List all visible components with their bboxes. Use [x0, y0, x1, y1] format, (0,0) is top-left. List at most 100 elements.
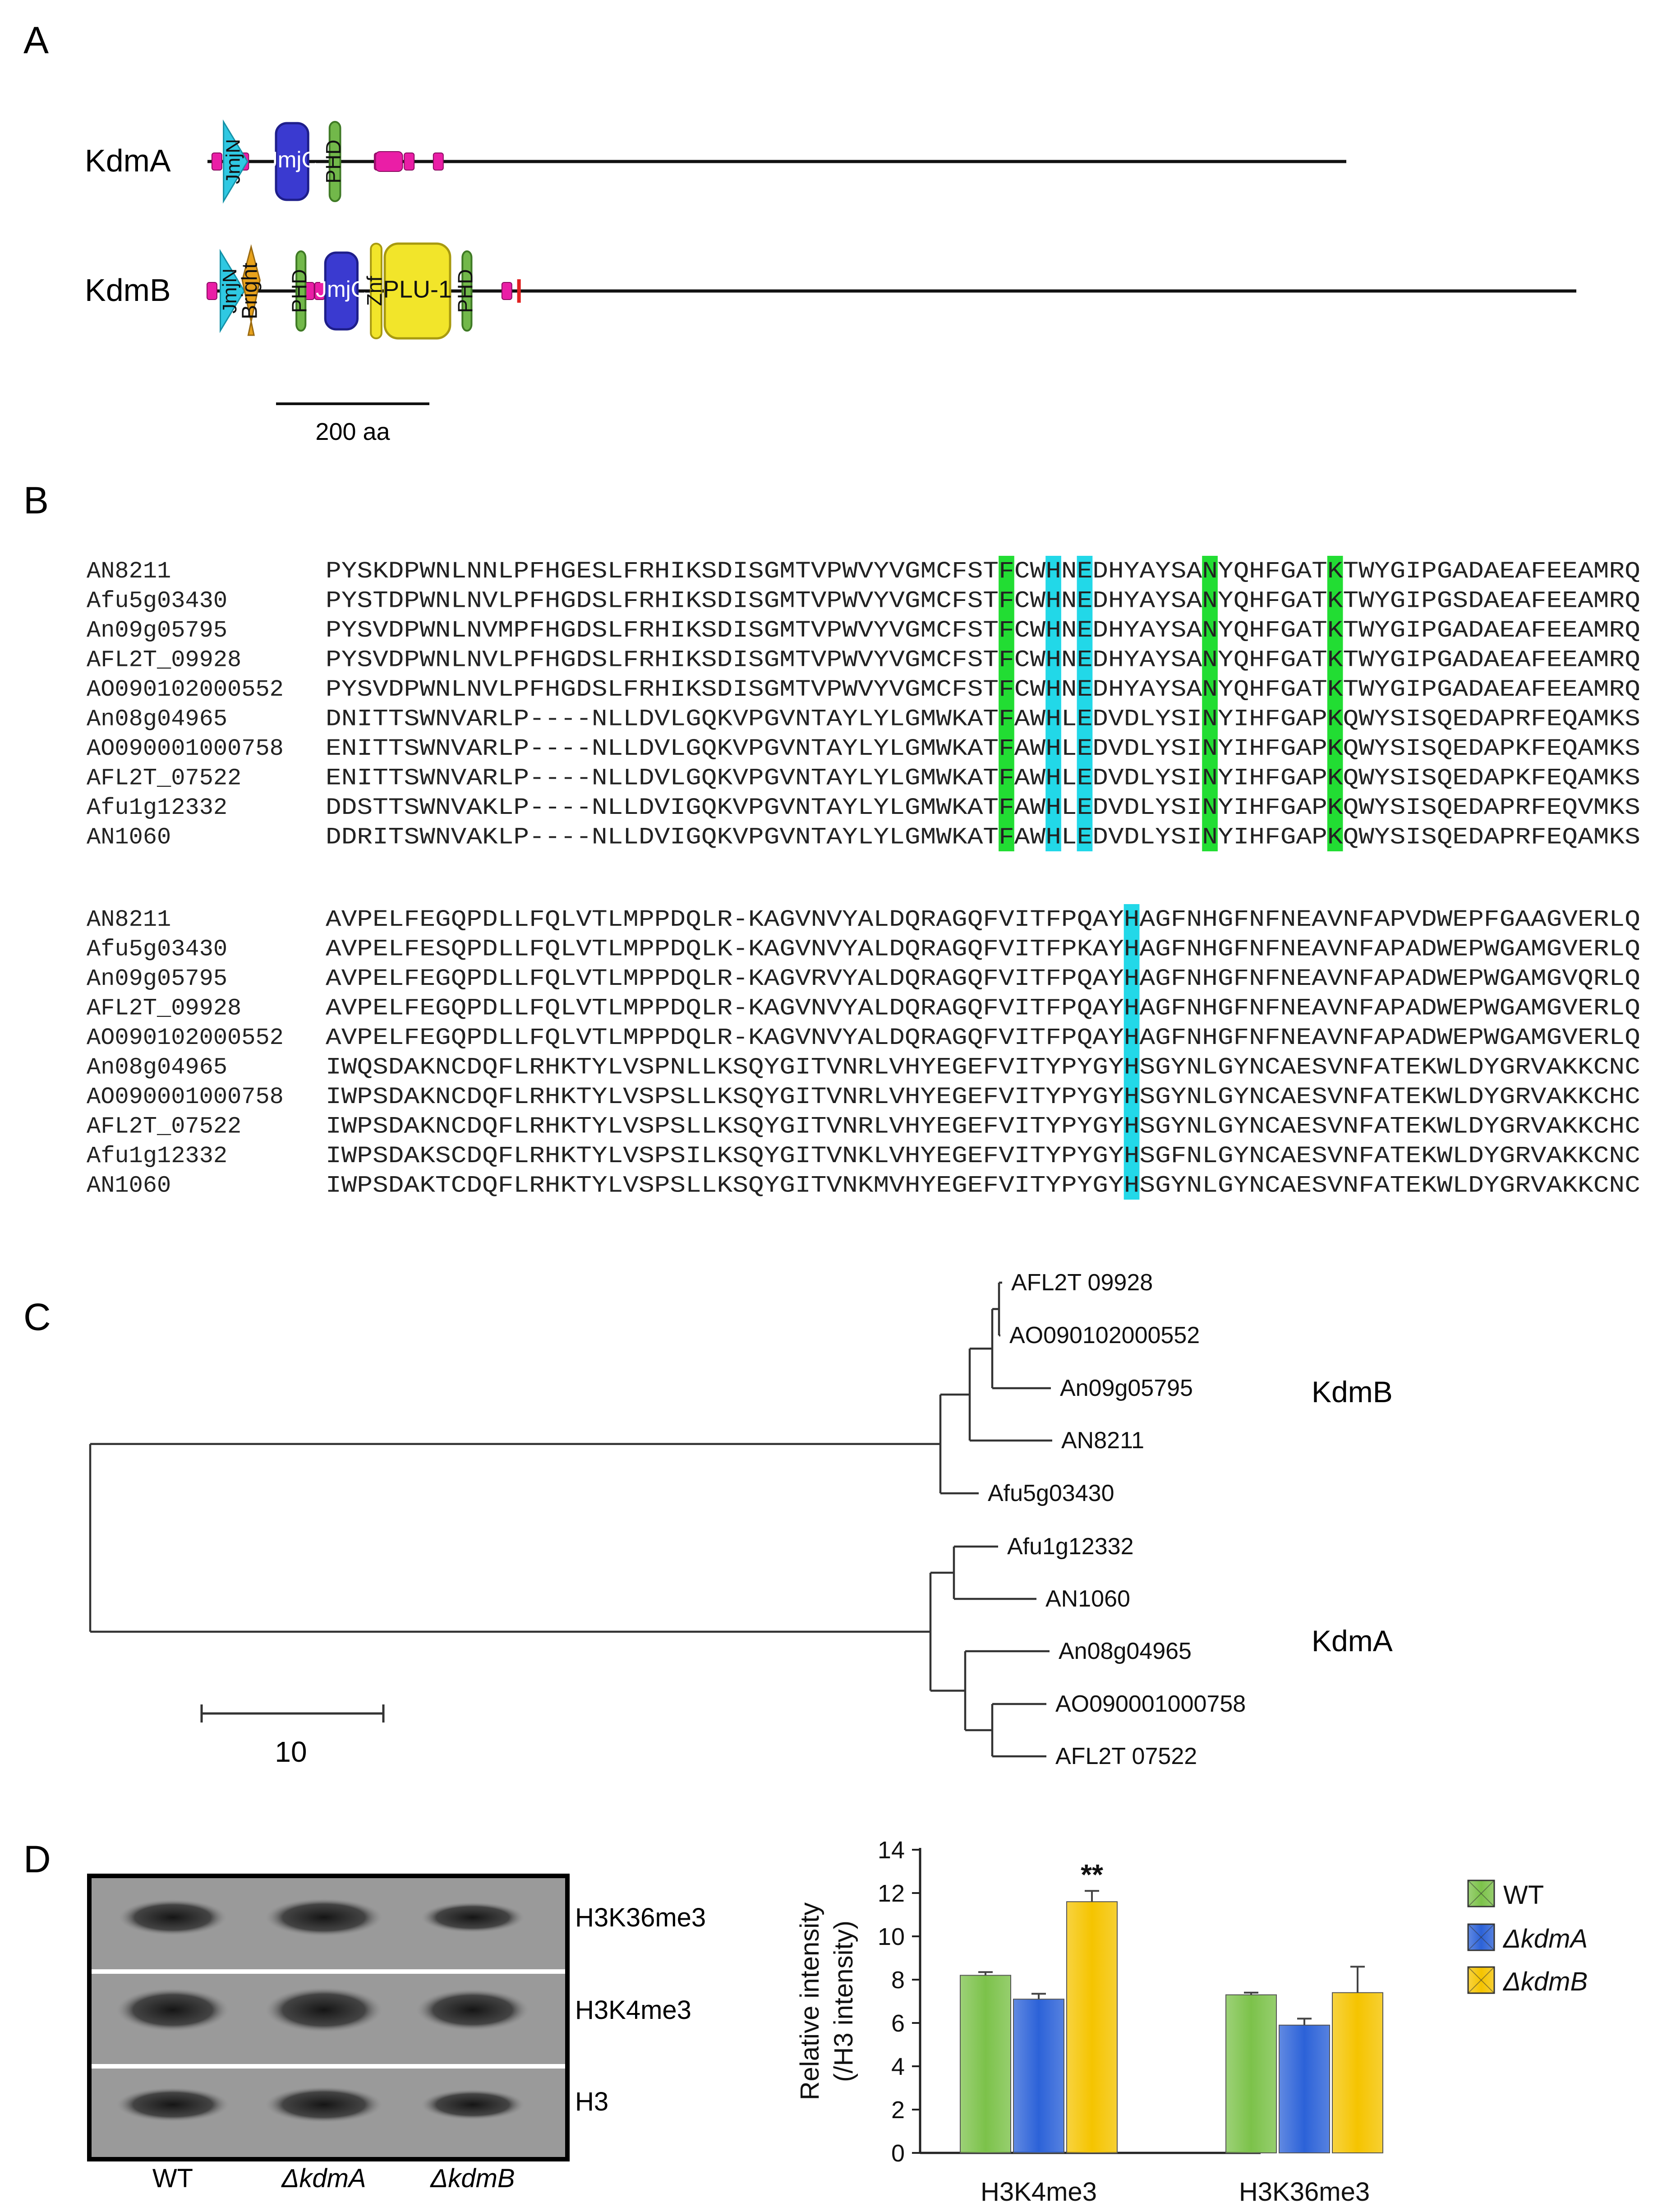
alignment-highlight-0-0: [999, 556, 1014, 851]
tree-leaf-an09g05795: An09g05795: [1060, 1375, 1193, 1401]
tree-leaf-afu1g12332: Afu1g12332: [1007, 1533, 1134, 1560]
domain-jmjc-kdmb-3: [324, 251, 359, 331]
legend-label-wt: WT: [1503, 1880, 1544, 1910]
chart-significance-annotation: **: [1081, 1858, 1103, 1891]
chart-y-tick-label-10: 10: [878, 1923, 905, 1950]
alignment-seq-an8211: PYSKDPWNLNNLPFHGESLFRHIKSDISGMTVPWVYVGMC…: [326, 558, 1640, 585]
alignment-seq-an8211: AVPELFEGQPDLLFQLVTLMPPDQLR-KAGVNVYALDQRA…: [326, 906, 1640, 933]
motif-mark-kdma-0: [211, 152, 222, 171]
alignment-id-ao090102000552: AO090102000552: [87, 676, 284, 703]
chart-y-axis-label: Relative intensity: [795, 1903, 824, 2100]
domain-jmjn-kdma-0: [223, 119, 249, 204]
alignment-highlight-1-0: [1123, 904, 1140, 1200]
alignment-seq-afl2t-09928: PYSVDPWNLNVLPFHGDSLFRHIKSDISGMTVPWVYVGMC…: [326, 647, 1640, 674]
alignment-id-an09g05795: An09g05795: [87, 617, 227, 644]
domain-bright-kdmb-1: [241, 244, 261, 336]
blot-band-h3-kdma: [265, 2087, 382, 2123]
domain-znf-kdmb-4: [370, 243, 382, 339]
domain-phd-kdmb-2-label: PHD: [287, 269, 311, 313]
panel-label-d: D: [23, 1838, 51, 1880]
blot-lane-label-kdma: ΔkdmA: [281, 2164, 366, 2193]
alignment-highlight-0-3: [1202, 556, 1218, 851]
tree-clade-label-kdmb: KdmB: [1312, 1375, 1393, 1408]
blot-lane-label-wt: WT: [152, 2164, 193, 2193]
domain-jmjc-kdma-1: [275, 122, 309, 201]
chart-y-tick-label-2: 2: [891, 2097, 905, 2124]
alignment-seq-afu1g12332: IWPSDAKSCDQFLRHKTYLVSPSILKSQYGITVNKLVHYE…: [326, 1143, 1640, 1169]
domain-jmjc-kdmb-3-label: JmjC: [316, 277, 367, 302]
blot-band-h3k4me3-kdma: [265, 1987, 382, 2032]
domain-phd-kdma-2-label: PHD: [322, 139, 345, 183]
blot-band-h3-kdmb: [421, 2089, 525, 2120]
alignment-id-an09g05795: An09g05795: [87, 965, 227, 992]
alignment-seq-afl2t-09928: AVPELFEGQPDLLFQLVTLMPPDQLR-KAGVNVYALDQRA…: [326, 995, 1640, 1022]
alignment-seq-afu1g12332: DDSTTSWNVAKLP----NLLDVIGQKVPGVNTAYLYLGMW…: [326, 794, 1640, 821]
bar-wt-h3k4me3: [960, 1975, 1011, 2153]
legend-label-kdma: ΔkdmA: [1502, 1924, 1588, 1953]
bar-kdmb-h3k4me3: [1066, 1901, 1118, 2154]
motif-mark-kdmb-0: [206, 282, 217, 300]
chart-y-tick-label-14: 14: [878, 1837, 905, 1864]
bar-kdma-h3k4me3: [1013, 1999, 1064, 2154]
chart-x-tick-label-h3k36me3: H3K36me3: [1239, 2177, 1370, 2207]
blot-band-label-h3: H3: [575, 2087, 608, 2116]
motif-mark-kdma-5: [404, 152, 415, 171]
alignment-id-afu1g12332: Afu1g12332: [87, 1143, 227, 1169]
chart-y-tick-label-0: 0: [891, 2140, 905, 2167]
tree-scale-label: 10: [275, 1736, 307, 1768]
alignment-seq-an08g04965: IWQSDAKNCDQFLRHKTYLVSPNLLKSQYGITVNRLVHYE…: [326, 1054, 1640, 1081]
alignment-id-afl2t-07522: AFL2T_07522: [87, 765, 241, 792]
blot-band-h3k36me3-kdmb: [421, 1902, 525, 1933]
tree-leaf-an08g04965: An08g04965: [1059, 1638, 1192, 1664]
alignment-seq-afu5g03430: AVPELFESQPDLLFQLVTLMPPDQLK-KAGVNVYALDQRA…: [326, 936, 1640, 963]
domain-phd-kdmb-2: [295, 250, 307, 332]
domain-phd-kdmb-6-label: PHD: [454, 269, 477, 313]
blot-band-h3k36me3-kdma: [265, 1898, 382, 1936]
panel-label-c: C: [23, 1296, 51, 1338]
motif-mark-kdmb-3: [501, 282, 512, 300]
alignment-id-ao090001000758: AO090001000758: [87, 735, 284, 762]
alignment-id-afu1g12332: Afu1g12332: [87, 794, 227, 821]
alignment-id-ao090001000758: AO090001000758: [87, 1084, 284, 1110]
blot-band-h3k4me3-wt: [116, 1988, 229, 2032]
western-blot: [87, 1874, 570, 2161]
alignment-seq-ao090001000758: ENITTSWNVARLP----NLLDVLGQKVPGVNTAYLYLGMW…: [326, 735, 1640, 762]
domain-scale-label: 200 aa: [315, 418, 390, 445]
alignment-id-an08g04965: An08g04965: [87, 706, 227, 733]
chart-y-tick-label-6: 6: [891, 2010, 905, 2037]
tree-clade-label-kdma: KdmA: [1312, 1624, 1393, 1658]
blot-band-label-h3k36me3: H3K36me3: [575, 1903, 706, 1932]
alignment-id-afl2t-09928: AFL2T_09928: [87, 995, 241, 1022]
alignment-seq-an09g05795: PYSVDPWNLNVMPFHGDSLFRHIKSDISGMTVPWVYVGMC…: [326, 617, 1640, 644]
protein-name-kdmb: KdmB: [85, 272, 171, 308]
legend-swatch-shade-b-wt: [1468, 1880, 1495, 1907]
tree-leaf-afl2t-07522: AFL2T 07522: [1055, 1743, 1197, 1769]
alignment-seq-ao090001000758: IWPSDAKNCDQFLRHKTYLVSPSLLKSQYGITVNRLVHYE…: [326, 1084, 1640, 1110]
tree-leaf-afl2t-09928: AFL2T 09928: [1011, 1270, 1153, 1296]
tree-leaf-an1060: AN1060: [1045, 1586, 1130, 1612]
chart-y-tick-label-8: 8: [891, 1967, 905, 1994]
alignment-seq-afu5g03430: PYSTDPWNLNVLPFHGDSLFRHIKSDISGMTVPWVYVGMC…: [326, 588, 1640, 614]
alignment-id-an1060: AN1060: [87, 1173, 171, 1199]
sequence-alignment-panel: AN8211 PYSKDPWNLNNLPFHGESLFRHIKSDISGMTVPW…: [87, 556, 1640, 1200]
alignment-id-an8211: AN8211: [87, 906, 171, 933]
chart-x-tick-label-h3k4me3: H3K4me3: [981, 2177, 1097, 2207]
blot-lane-label-kdmb: ΔkdmB: [429, 2164, 515, 2193]
alignment-seq-afl2t-07522: ENITTSWNVARLP----NLLDVLGQKVPGVNTAYLYLGMW…: [326, 765, 1640, 792]
domain-phd-kdmb-6: [461, 250, 473, 332]
tree-leaf-an8211: AN8211: [1061, 1427, 1144, 1454]
blot-band-h3k4me3-kdmb: [416, 1989, 529, 2031]
motif-mark-kdma-4: [375, 151, 403, 172]
blot-band-label-h3k4me3: H3K4me3: [575, 1995, 691, 2025]
alignment-highlight-0-4: [1327, 556, 1343, 851]
alignment-seq-an1060: DDRITSWNVAKLP----NLLDVIGQKVPGVNTAYLYLGMW…: [326, 824, 1640, 851]
domain-jmjc-kdma-1-label: JmjC: [267, 147, 318, 172]
chart-y-axis-label-2: (/H3 intensity): [829, 1921, 858, 2082]
panel-label-b: B: [23, 479, 49, 522]
panel-label-a: A: [23, 19, 49, 61]
domain-phd-kdma-2: [328, 121, 341, 202]
tree-leaf-ao090102000552: AO090102000552: [1009, 1322, 1200, 1348]
